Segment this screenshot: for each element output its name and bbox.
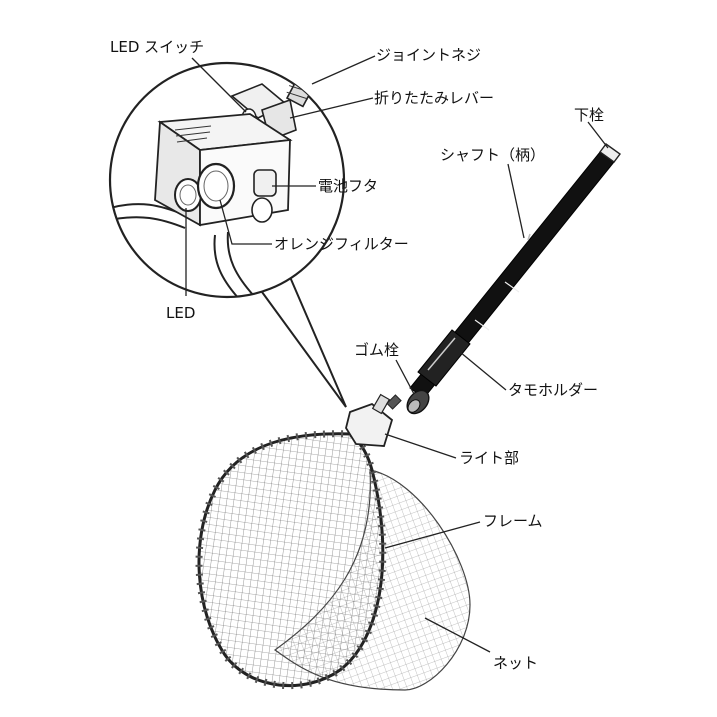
orange-filter-lens — [196, 162, 236, 210]
label-bottom-plug: 下栓 — [574, 106, 604, 124]
label-led: LED — [166, 304, 195, 322]
net-holder — [417, 329, 471, 387]
leader-frame — [384, 521, 481, 549]
label-net-holder: タモホルダー — [508, 381, 598, 399]
leader-lines — [185, 55, 609, 653]
label-joint-screw: ジョイントネジ — [376, 46, 481, 64]
leader-orange-filter — [219, 199, 272, 245]
leader-bottom-plug — [587, 121, 609, 149]
label-rubber-plug: ゴム栓 — [354, 341, 399, 359]
zoom-callout — [108, 61, 347, 408]
leader-light-unit — [384, 433, 457, 459]
leader-net — [424, 617, 491, 653]
frame — [195, 430, 387, 690]
label-folding-lever: 折りたたみレバー — [374, 89, 494, 107]
label-net: ネット — [493, 654, 538, 672]
rubber-plug — [406, 389, 430, 415]
label-shaft: シャフト（柄） — [440, 146, 545, 164]
leader-rubber-plug — [395, 359, 415, 395]
label-led-switch: LED スイッチ — [110, 38, 204, 56]
leader-net-holder — [459, 351, 507, 391]
label-battery-cover: 電池フタ — [318, 177, 378, 195]
light-unit — [345, 393, 402, 447]
label-frame: フレーム — [483, 512, 543, 530]
label-light-unit: ライト部 — [459, 449, 519, 467]
leader-led-switch — [191, 57, 247, 113]
battery-cover — [251, 169, 277, 223]
leader-folding-lever — [289, 97, 374, 119]
leader-joint-screw — [311, 55, 376, 85]
labels: LED スイッチ ジョイントネジ 折りたたみレバー 電池フタ オレンジフィルター… — [110, 38, 604, 672]
leader-shaft — [507, 163, 525, 239]
label-orange-filter: オレンジフィルター — [274, 235, 409, 253]
